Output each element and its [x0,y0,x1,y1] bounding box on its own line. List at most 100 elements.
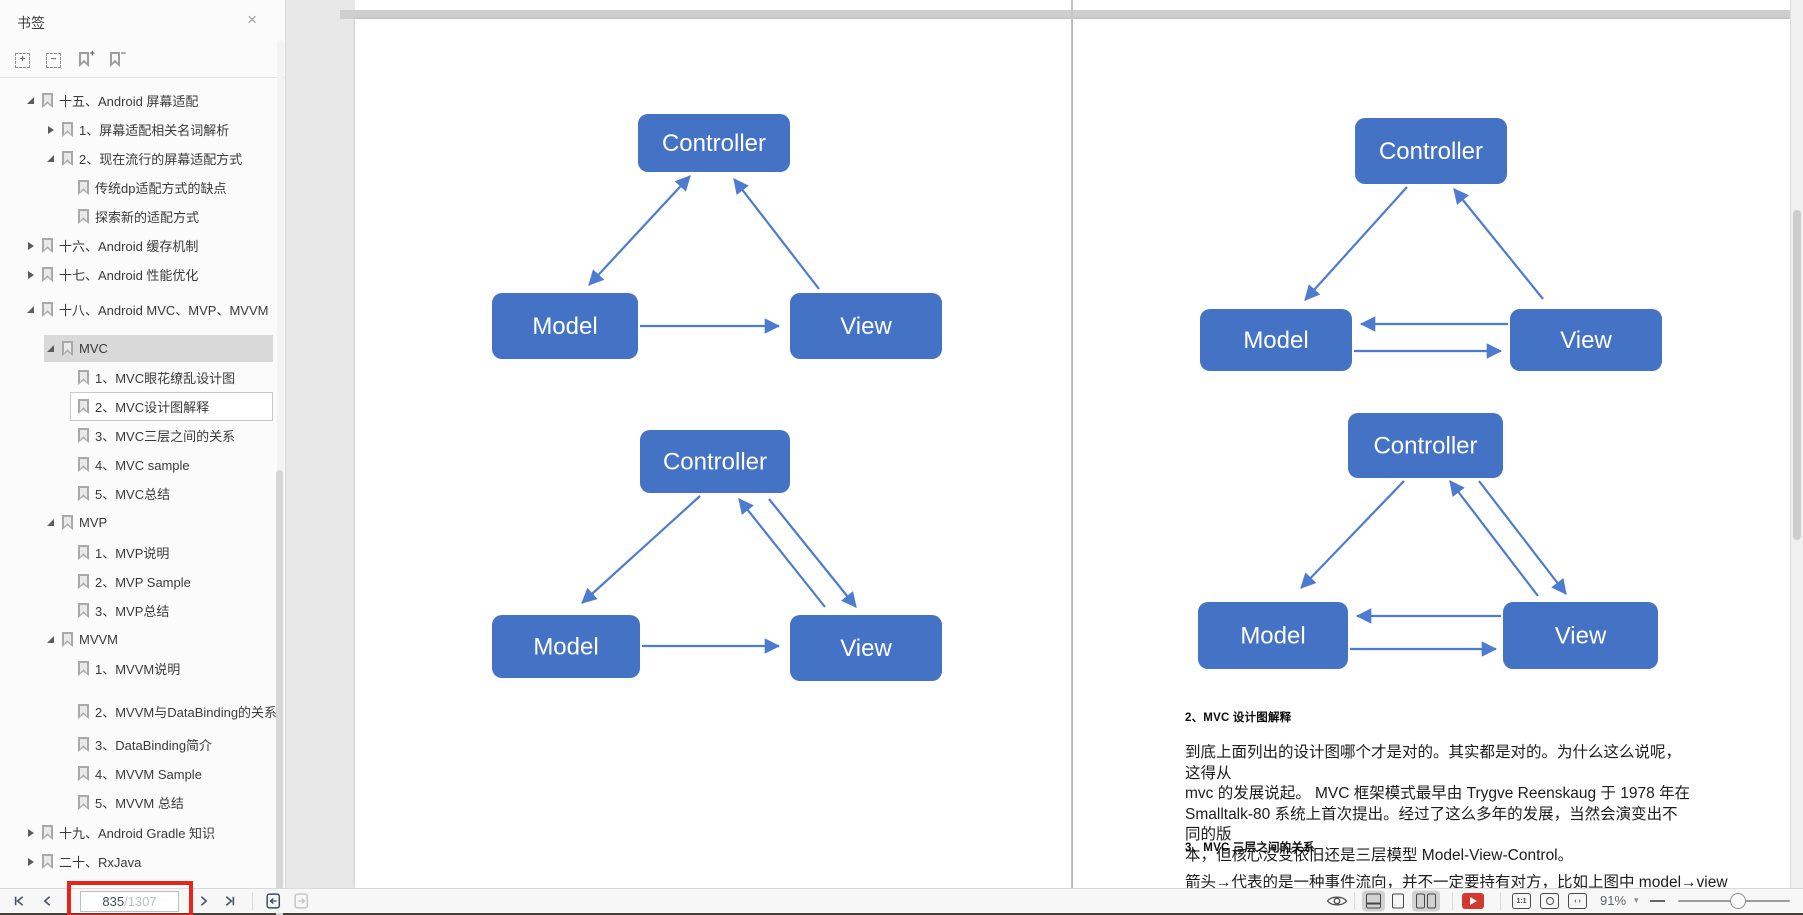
bookmark-item[interactable]: 1、MVC眼花缭乱设计图 [0,363,277,392]
document-scrollbar[interactable] [1790,0,1803,888]
toolbar-divider [0,77,285,78]
arrow-spacer [62,799,76,807]
expanded-arrow-icon[interactable] [46,518,60,527]
close-icon[interactable]: × [247,10,257,29]
expand-all-button[interactable]: + [14,51,32,69]
bookmark-icon [42,302,53,317]
zoom-slider[interactable] [1678,893,1790,909]
bookmark-label: 2、现在流行的屏幕适配方式 [79,152,243,167]
page-number-input[interactable]: 835/1307 [80,891,179,912]
bookmark-label: 十六、Android 缓存机制 [59,239,199,254]
bookmark-item[interactable]: 5、MVC总结 [0,479,277,508]
section-heading-3: 3、MVC 三层之间的关系 [1185,842,1315,854]
last-page-button[interactable] [222,894,237,909]
diagram-node-controller [1348,413,1503,478]
first-page-button[interactable] [12,894,27,909]
collapsed-arrow-icon[interactable] [26,241,40,250]
bookmark-item[interactable]: 1、MVVM说明 [0,654,277,683]
bookmark-item[interactable]: 探索新的适配方式 [0,202,277,231]
bookmark-item[interactable]: MVC [0,334,277,363]
zoom-out-button[interactable] [1650,900,1665,902]
bookmark-item[interactable]: 3、MVP总结 [0,596,277,625]
zoom-level-label[interactable]: 91% [1600,893,1627,908]
bookmark-label: MVP [79,515,108,530]
diagram-node-controller [1355,118,1507,184]
fit-width-button[interactable]: ‹ › [1568,893,1587,909]
collapsed-arrow-icon[interactable] [26,270,40,279]
bookmark-label: 二十、RxJava [59,855,142,870]
bookmark-item[interactable]: 5、MVVM 总结 [0,788,277,817]
bookmark-item[interactable]: 3、DataBinding简介 [0,730,277,759]
arrow-spacer [62,665,76,673]
bookmark-item[interactable]: 十七、Android 性能优化 [0,260,277,289]
bookmark-label: MVVM [79,632,118,647]
bookmark-icon [78,399,89,414]
facing-pages-mode-button[interactable] [1412,890,1440,912]
bookmark-item[interactable]: MVVM [0,625,277,654]
next-view-button[interactable] [292,892,311,911]
bookmark-item[interactable]: 十五、Android 屏幕适配 [0,86,277,115]
collapse-all-button[interactable]: − [45,51,63,69]
sidebar-scrollbar-thumb[interactable] [276,470,283,915]
toolbar-separator [1452,892,1453,910]
expand-all-icon: + [15,53,30,68]
single-page-mode-button[interactable] [1392,893,1404,909]
expanded-arrow-icon[interactable] [26,305,40,314]
diagram-node-model [492,615,640,678]
presentation-play-button[interactable] [1462,893,1484,909]
bookmark-item[interactable]: 十六、Android 缓存机制 [0,231,277,260]
diagram-arrow-view-to-controller [1449,480,1539,597]
bookmark-item[interactable]: MVP [0,508,277,537]
bookmark-item[interactable]: 2、现在流行的屏幕适配方式 [0,144,277,173]
bookmark-item[interactable]: 十九、Android Gradle 知识 [0,818,277,847]
fit-page-button[interactable] [1540,893,1559,909]
expanded-arrow-icon[interactable] [46,154,60,163]
zoom-slider-handle[interactable] [1730,893,1746,909]
bookmark-icon [78,457,89,472]
bookmark-icon [42,854,53,869]
expanded-arrow-icon[interactable] [46,344,60,353]
bookmark-item[interactable]: 2、MVP Sample [0,567,277,596]
eye-view-button[interactable] [1326,893,1348,909]
zoom-dropdown-caret-icon[interactable]: ▾ [1634,895,1639,905]
bookmark-item[interactable]: 传统dp适配方式的缺点 [0,173,277,202]
arrow-spacer [62,549,76,557]
arrow-spacer [62,741,76,749]
bookmark-item[interactable]: 1、屏幕适配相关名词解析 [0,115,277,144]
fit-width-icon: ‹ › [1568,893,1587,909]
bookmark-item[interactable]: 十八、Android MVC、MVP、MVVM [0,295,277,324]
bookmark-item[interactable]: 2、MVVM与DataBinding的关系 [0,697,277,726]
previous-view-button[interactable] [264,892,283,911]
sidebar-scrollbar[interactable] [276,40,284,915]
add-bookmark-button[interactable]: + [76,49,95,69]
next-page-button[interactable] [196,894,211,909]
bookmark-item[interactable]: 1、MVP说明 [0,538,277,567]
expanded-arrow-icon[interactable] [26,96,40,105]
bookmark-item[interactable]: 2、MVC设计图解释 [0,392,277,421]
collapsed-arrow-icon[interactable] [26,828,40,837]
diagram-node-view [790,615,942,681]
previous-page-button[interactable] [40,894,55,909]
bookmark-item[interactable]: 3、MVC三层之间的关系 [0,421,277,450]
continuous-scroll-mode-button[interactable] [1362,890,1385,912]
expanded-arrow-icon[interactable] [46,635,60,644]
diagram-node-label: Model [1240,623,1305,650]
collapsed-arrow-icon[interactable] [46,125,60,134]
bookmark-item[interactable]: 4、MVVM Sample [0,759,277,788]
collapsed-arrow-icon[interactable] [26,857,40,866]
actual-size-button[interactable]: 1:1 [1512,893,1531,909]
diagram-arrow-controller-to-view [1478,480,1567,595]
bookmark-label: 十七、Android 性能优化 [59,268,199,283]
bookmark-item[interactable]: 二十、RxJava [0,847,277,876]
remove-bookmark-button[interactable]: − [107,49,126,69]
paragraph-line: 本，但核心没变依旧还是三层模型 Model-View-Control。 [1185,846,1574,864]
bookmark-icon [78,180,89,195]
bookmark-label: 1、MVVM说明 [95,662,181,677]
document-scrollbar-thumb[interactable] [1793,210,1801,540]
toolbar-separator [1500,892,1501,910]
bookmark-item[interactable]: 4、MVC sample [0,450,277,479]
bookmark-label: 1、MVC眼花缭乱设计图 [95,371,236,386]
